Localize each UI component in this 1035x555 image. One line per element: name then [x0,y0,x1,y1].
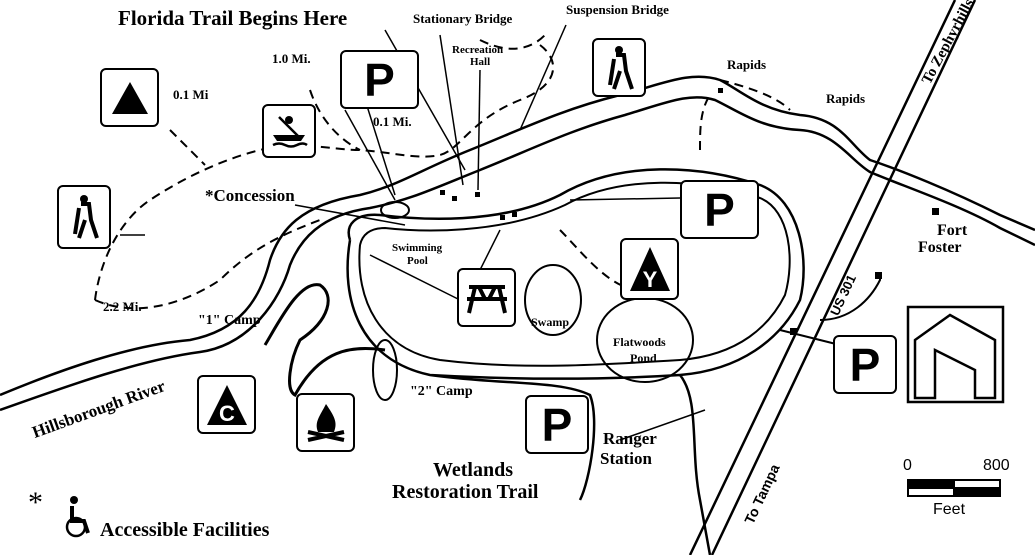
label-pool: Pool [407,255,428,267]
campfire-icon [296,393,355,452]
hiker-icon [592,38,646,97]
parking-icon: P [364,53,395,106]
tent-camping-icon: Y [620,238,679,300]
label-0-1-mi-b: 0.1 Mi. [373,114,412,129]
legend-asterisk: * [28,486,43,519]
canoe-icon [262,104,316,158]
camping-c-icon: C [197,375,256,434]
swimming-pool-outline [380,201,410,219]
label-concession: *Concession [205,186,295,205]
parking-sign: P [340,50,419,109]
parking-icon: P [541,398,573,451]
label-camp-2: "2" Camp [410,384,473,399]
legend-accessible-facilities: Accessible Facilities [100,519,270,541]
parking-icon: P [849,338,881,391]
scale-unit: Feet [933,501,966,518]
label-station: Station [600,449,652,468]
camp-2-outline [372,339,398,401]
label-hall: Hall [470,56,491,68]
river-bank-north [0,75,1035,397]
map-title: Florida Trail Begins Here [118,6,348,30]
parking-sign: P [680,180,759,239]
north-arrow-icon [906,305,1005,404]
label-recreation: Recreation [452,44,504,56]
parking-sign: P [525,395,589,454]
mountain-icon [100,68,159,127]
swamp-outline [524,264,582,336]
wheelchair-icon [65,496,90,538]
parking-sign: P [833,335,897,394]
label-restoration-trail: Restoration Trail [392,481,539,503]
label-camp-1: "1" Camp [198,313,261,328]
label-1-0-mi: 1.0 Mi. [272,51,311,66]
label-pond: Pond [630,351,657,365]
label-0-1-mi: 0.1 Mi [173,87,209,102]
label-swimming: Swimming [392,242,443,254]
picnic-table-icon [457,268,516,327]
hiker-icon [57,185,111,249]
camp-1-loop [263,283,386,397]
hiking-trail [94,34,791,310]
label-flatwoods: Flatwoods [613,335,666,349]
tent-y-letter: Y [642,267,657,292]
us-301-highway [688,0,977,555]
label-wetlands: Wetlands [433,459,514,481]
label-2-2-mi: 2.2 Mi. [103,299,142,314]
scale-min: 0 [903,457,912,474]
park-road [346,168,805,555]
park-road-inner [358,181,791,367]
label-fort: Fort [937,222,968,239]
label-foster: Foster [918,239,962,256]
building-markers [440,88,939,335]
label-swamp: Swamp [531,315,570,329]
label-suspension-bridge: Suspension Bridge [566,2,669,17]
scale-max: 800 [983,457,1010,474]
parking-icon: P [704,183,735,236]
scale-bar-icon [907,479,1001,497]
river-bank-south [0,96,1035,412]
label-rapids: Rapids [727,57,767,72]
camp-c-letter: C [219,401,235,426]
label-rapids-2: Rapids [826,91,866,106]
label-stationary-bridge: Stationary Bridge [413,11,513,26]
label-ranger: Ranger [603,429,657,448]
